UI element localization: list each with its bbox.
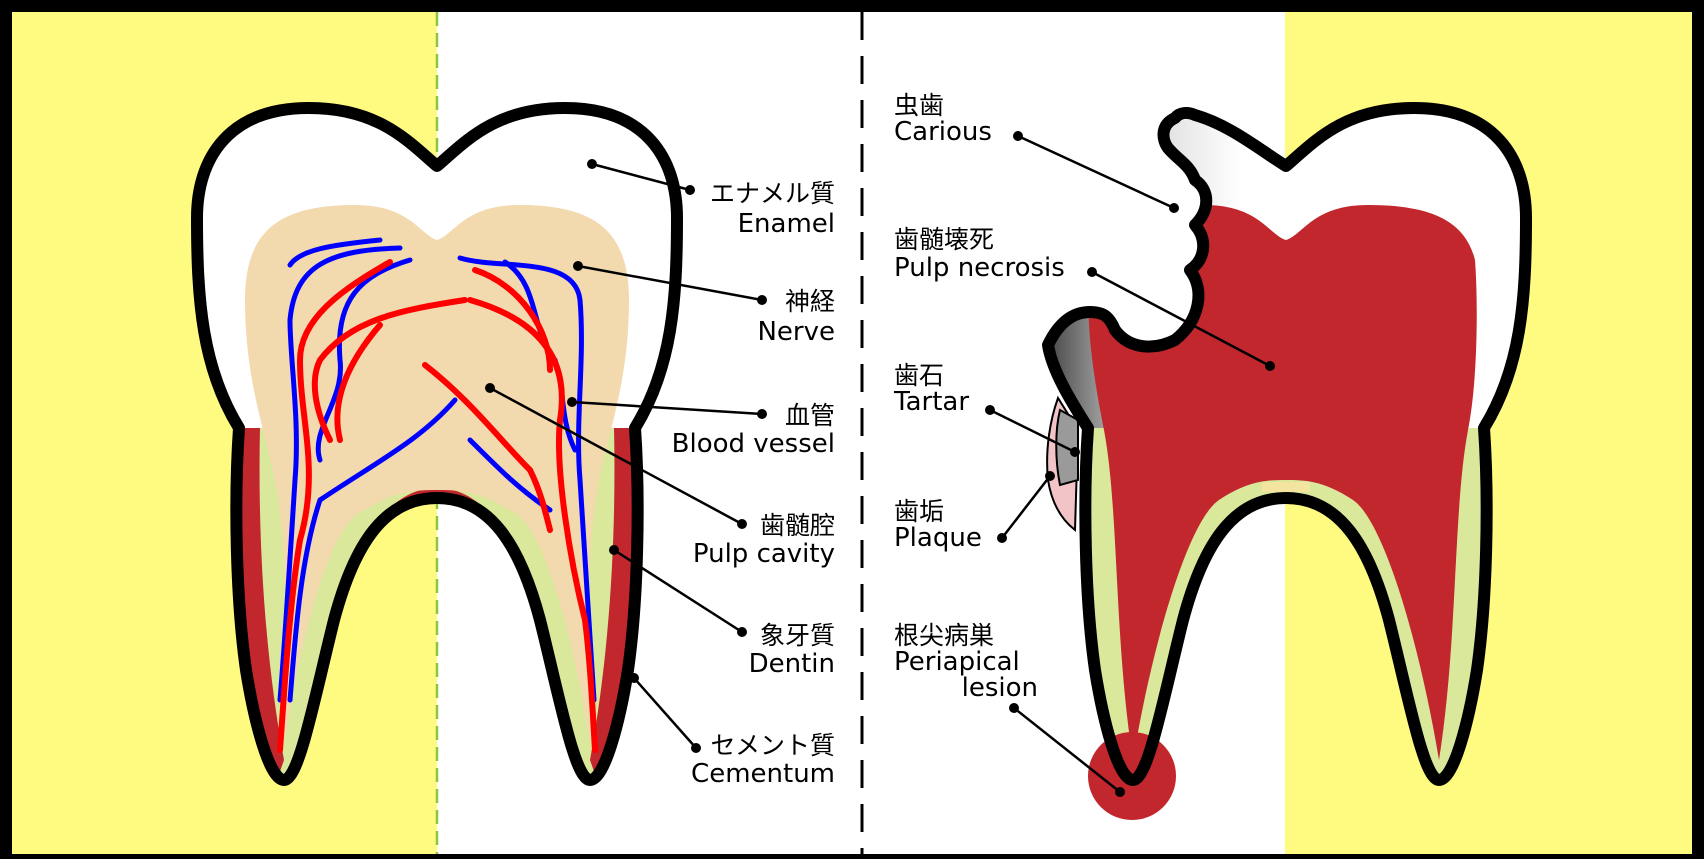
pulp-necrosis-ja-label: 歯髄壊死: [894, 225, 994, 254]
pulp-cavity-leader-dot: [485, 383, 495, 393]
periapical-lesion-en-label-line2: lesion: [962, 673, 1038, 703]
enamel-ja-label: エナメル質: [710, 179, 835, 208]
plaque-ja-label: 歯垢: [894, 497, 944, 526]
enamel-en-label: Enamel: [738, 209, 835, 239]
enamel-leader-dot: [587, 159, 597, 169]
dentin-en-label: Dentin: [749, 649, 835, 679]
pulp-necrosis-en-label: Pulp necrosis: [894, 253, 1065, 283]
nerve-en-label: Nerve: [757, 317, 835, 347]
nerve-ja-label: 神経: [785, 287, 835, 316]
carious-ja-label: 虫歯: [894, 91, 944, 120]
periapical-lesion-leader-dot: [1115, 787, 1125, 797]
plaque-leader-dot: [997, 533, 1007, 543]
pulp-necrosis-leader-dot: [1087, 267, 1097, 277]
nerve-leader-dot: [573, 261, 583, 271]
blood-vessel-leader-dot: [757, 409, 767, 419]
tartar-leader-dot: [985, 405, 995, 415]
cementum-leader-dot: [629, 673, 639, 683]
periapical-lesion-ja-label: 根尖病巣: [894, 621, 994, 650]
blood-vessel-ja-label: 血管: [785, 401, 835, 430]
pulp-necrosis-leader-dot: [1265, 361, 1275, 371]
plaque-leader-dot: [1045, 471, 1055, 481]
carious-en-label: Carious: [894, 117, 992, 147]
dentin-leader-dot: [609, 545, 619, 555]
tartar-leader-dot: [1070, 447, 1080, 457]
pulp-cavity-en-label: Pulp cavity: [693, 539, 835, 569]
carious-leader-dot: [1013, 131, 1023, 141]
carious-leader-dot: [1169, 203, 1179, 213]
pulp-cavity-leader-dot: [737, 519, 747, 529]
blood-vessel-leader-dot: [567, 397, 577, 407]
plaque-en-label: Plaque: [894, 523, 982, 553]
pulp-cavity-ja-label: 歯髄腔: [760, 511, 835, 540]
tartar-en-label: Tartar: [893, 387, 969, 417]
dentin-leader-dot: [737, 627, 747, 637]
blood-vessel-en-label: Blood vessel: [672, 429, 835, 459]
cementum-ja-label: セメント質: [710, 731, 835, 760]
cementum-en-label: Cementum: [691, 759, 835, 789]
nerve-leader-dot: [757, 295, 767, 305]
dentin-ja-label: 象牙質: [760, 621, 835, 650]
tartar-ja-label: 歯石: [894, 361, 944, 390]
furcation-highlight: [1262, 482, 1310, 492]
enamel-leader-dot: [685, 185, 695, 195]
cementum-leader-dot: [691, 743, 701, 753]
periapical-lesion-leader-dot: [1009, 703, 1019, 713]
